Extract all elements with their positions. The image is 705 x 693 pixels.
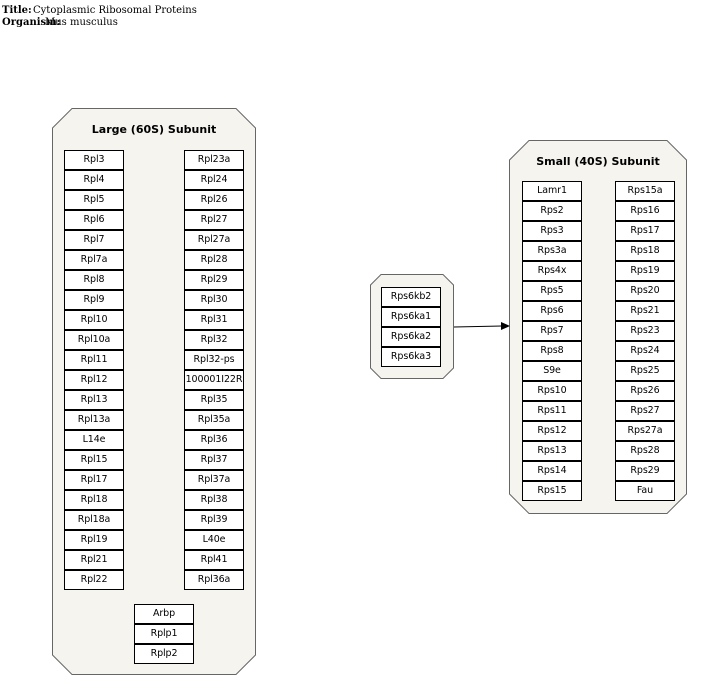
gene-box[interactable]: L14e — [64, 430, 124, 450]
gene-box[interactable]: Rpl24 — [184, 170, 244, 190]
gene-box[interactable]: Rps3a — [522, 241, 582, 261]
pathway-title: Cytoplasmic Ribosomal Proteins — [33, 5, 197, 16]
large-subunit-title: Large (60S) Subunit — [91, 123, 217, 136]
gene-box[interactable]: Rplp1 — [134, 624, 194, 644]
gene-box[interactable]: Rpl38 — [184, 490, 244, 510]
gene-box[interactable]: Rps14 — [522, 461, 582, 481]
gene-box[interactable]: Rpl32 — [184, 330, 244, 350]
gene-box[interactable]: Rps6ka1 — [381, 307, 441, 327]
organism-line: Organism:Mus musculus — [2, 17, 118, 28]
gene-box[interactable]: Rpl26 — [184, 190, 244, 210]
gene-box[interactable]: Rps6 — [522, 301, 582, 321]
gene-box[interactable]: Rps26 — [615, 381, 675, 401]
small-subunit-title: Small (40S) Subunit — [536, 155, 660, 168]
gene-box[interactable]: Rps29 — [615, 461, 675, 481]
gene-box[interactable]: Rps5 — [522, 281, 582, 301]
gene-box[interactable]: Rpl36 — [184, 430, 244, 450]
gene-box[interactable]: Rpl32-ps — [184, 350, 244, 370]
gene-box[interactable]: Rps15 — [522, 481, 582, 501]
gene-box[interactable]: Rpl7a — [64, 250, 124, 270]
gene-box[interactable]: Rps6ka3 — [381, 347, 441, 367]
gene-box[interactable]: Rps15a — [615, 181, 675, 201]
title-line: Title:Cytoplasmic Ribosomal Proteins — [2, 5, 197, 16]
gene-box[interactable]: Arbp — [134, 604, 194, 624]
organism-label: Organism: — [2, 17, 61, 28]
gene-box[interactable]: Rpl37 — [184, 450, 244, 470]
gene-box[interactable]: Rpl18 — [64, 490, 124, 510]
arrow-line — [453, 325, 503, 328]
gene-box[interactable]: Rpl41 — [184, 550, 244, 570]
gene-box[interactable]: Rpl6 — [64, 210, 124, 230]
gene-box[interactable]: Rpl17 — [64, 470, 124, 490]
gene-box[interactable]: Rps20 — [615, 281, 675, 301]
gene-box[interactable]: Rpl28 — [184, 250, 244, 270]
gene-box[interactable]: Rpl9 — [64, 290, 124, 310]
gene-box[interactable]: Rpl4 — [64, 170, 124, 190]
gene-box[interactable]: 100001I22R — [184, 370, 244, 390]
gene-box[interactable]: Rplp2 — [134, 644, 194, 664]
gene-box[interactable]: L40e — [184, 530, 244, 550]
gene-box[interactable]: Lamr1 — [522, 181, 582, 201]
gene-box[interactable]: Rps21 — [615, 301, 675, 321]
gene-box[interactable]: Rpl27 — [184, 210, 244, 230]
gene-box[interactable]: Rpl37a — [184, 470, 244, 490]
gene-box[interactable]: Rps11 — [522, 401, 582, 421]
gene-box[interactable]: Rps12 — [522, 421, 582, 441]
gene-box[interactable]: Rps7 — [522, 321, 582, 341]
gene-box[interactable]: Rpl29 — [184, 270, 244, 290]
gene-box[interactable]: Rpl19 — [64, 530, 124, 550]
gene-box[interactable]: Rps13 — [522, 441, 582, 461]
title-label: Title: — [2, 5, 32, 16]
gene-box[interactable]: Rpl23a — [184, 150, 244, 170]
gene-box[interactable]: Rps23 — [615, 321, 675, 341]
gene-box[interactable]: Rps17 — [615, 221, 675, 241]
gene-box[interactable]: S9e — [522, 361, 582, 381]
gene-box[interactable]: Rpl10 — [64, 310, 124, 330]
gene-box[interactable]: Rps28 — [615, 441, 675, 461]
gene-box[interactable]: Rps4x — [522, 261, 582, 281]
gene-box[interactable]: Rpl13a — [64, 410, 124, 430]
gene-box[interactable]: Rps19 — [615, 261, 675, 281]
gene-box[interactable]: Rps6ka2 — [381, 327, 441, 347]
gene-box[interactable]: Rpl3 — [64, 150, 124, 170]
gene-box[interactable]: Rps10 — [522, 381, 582, 401]
gene-box[interactable]: Rps18 — [615, 241, 675, 261]
gene-box[interactable]: Rps2 — [522, 201, 582, 221]
gene-box[interactable]: Rps8 — [522, 341, 582, 361]
gene-box[interactable]: Rps27 — [615, 401, 675, 421]
gene-box[interactable]: Fau — [615, 481, 675, 501]
gene-box[interactable]: Rpl7 — [64, 230, 124, 250]
gene-box[interactable]: Rps24 — [615, 341, 675, 361]
gene-box[interactable]: Rpl11 — [64, 350, 124, 370]
gene-box[interactable]: Rpl30 — [184, 290, 244, 310]
gene-box[interactable]: Rpl31 — [184, 310, 244, 330]
gene-box[interactable]: Rpl22 — [64, 570, 124, 590]
gene-box[interactable]: Rps25 — [615, 361, 675, 381]
gene-box[interactable]: Rps3 — [522, 221, 582, 241]
gene-box[interactable]: Rpl12 — [64, 370, 124, 390]
gene-box[interactable]: Rpl18a — [64, 510, 124, 530]
gene-box[interactable]: Rpl36a — [184, 570, 244, 590]
gene-box[interactable]: Rpl35 — [184, 390, 244, 410]
gene-box[interactable]: Rpl5 — [64, 190, 124, 210]
arrow-head — [501, 322, 510, 330]
gene-box[interactable]: Rpl13 — [64, 390, 124, 410]
gene-box[interactable]: Rpl39 — [184, 510, 244, 530]
gene-box[interactable]: Rpl15 — [64, 450, 124, 470]
organism-name: Mus musculus — [45, 17, 118, 28]
gene-box[interactable]: Rpl21 — [64, 550, 124, 570]
gene-box[interactable]: Rpl10a — [64, 330, 124, 350]
gene-box[interactable]: Rps6kb2 — [381, 287, 441, 307]
gene-box[interactable]: Rpl8 — [64, 270, 124, 290]
gene-box[interactable]: Rps27a — [615, 421, 675, 441]
gene-box[interactable]: Rpl27a — [184, 230, 244, 250]
gene-box[interactable]: Rps16 — [615, 201, 675, 221]
gene-box[interactable]: Rpl35a — [184, 410, 244, 430]
